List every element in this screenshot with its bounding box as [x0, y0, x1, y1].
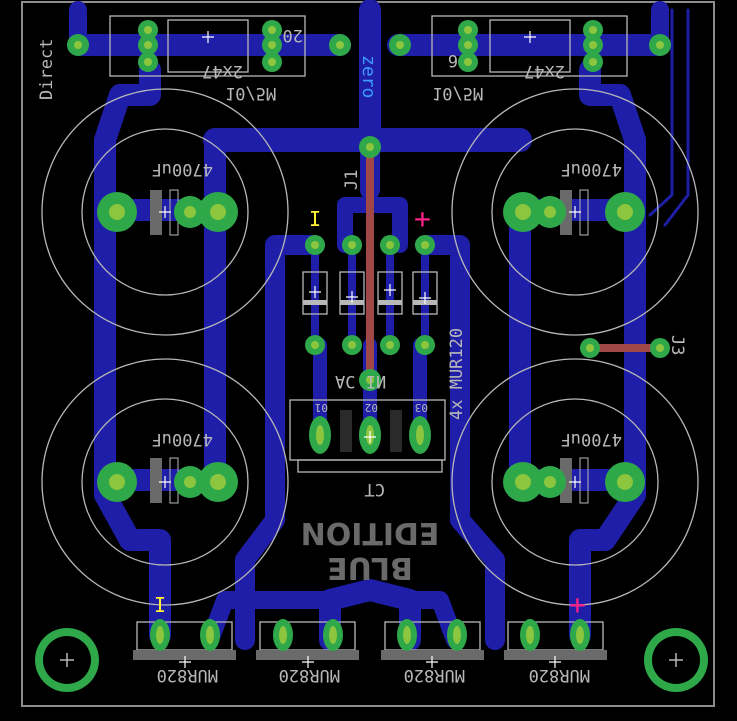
- mur820-4-label: MUR820: [529, 665, 590, 685]
- blue-text: BLUE: [327, 550, 413, 585]
- mur820-3-label: MUR820: [404, 665, 465, 685]
- mur820-bodies: [133, 621, 607, 660]
- sink-right-label: 6: [448, 50, 458, 70]
- ac-in-label: AC IN: [335, 371, 386, 391]
- pad-holes: [74, 26, 664, 644]
- mur120-label: 4x MUR120: [447, 328, 467, 420]
- mur820-2-label: MUR820: [279, 665, 340, 685]
- cap-tr-value: 4700uF: [561, 159, 622, 179]
- cap-bl-value: 4700uF: [152, 429, 213, 449]
- zero-label: zero: [358, 55, 379, 98]
- silkscreen: [41, 15, 699, 606]
- res-left-label: 10/5M: [225, 83, 276, 103]
- origin-crosses: [159, 31, 581, 668]
- edition-text: EDITION: [301, 515, 440, 550]
- pin-03-label: 03: [415, 401, 428, 414]
- pin-01-label: 01: [315, 401, 328, 414]
- polarity-minus-bottom: I: [154, 593, 166, 617]
- jumpers: [366, 148, 660, 380]
- polarity-plus-bottom: +: [569, 588, 586, 621]
- mounting-hole-cross: [60, 653, 683, 667]
- j1-label: J1: [342, 170, 362, 190]
- res-right-label: 10/5M: [432, 83, 483, 103]
- polarity-plus-top: +: [414, 202, 431, 235]
- pin-02-label: 02: [365, 401, 378, 414]
- j3-label: J3: [667, 335, 687, 355]
- polarity-minus-top: I: [309, 207, 321, 231]
- bridge-right-value: 2x47: [524, 61, 565, 81]
- sink-left-label: 20: [283, 25, 303, 45]
- mirrored-labels: 2x47 20 2x47 6 10/5M 10/5M 4700uF 4700uF…: [152, 25, 622, 685]
- cap-tl-value: 4700uF: [152, 159, 213, 179]
- bridge-left-value: 2x47: [202, 61, 243, 81]
- ct-label: CT: [365, 479, 385, 499]
- direct-label: Direct: [37, 39, 57, 100]
- mur820-1-label: MUR820: [157, 665, 218, 685]
- cap-br-value: 4700uF: [561, 429, 622, 449]
